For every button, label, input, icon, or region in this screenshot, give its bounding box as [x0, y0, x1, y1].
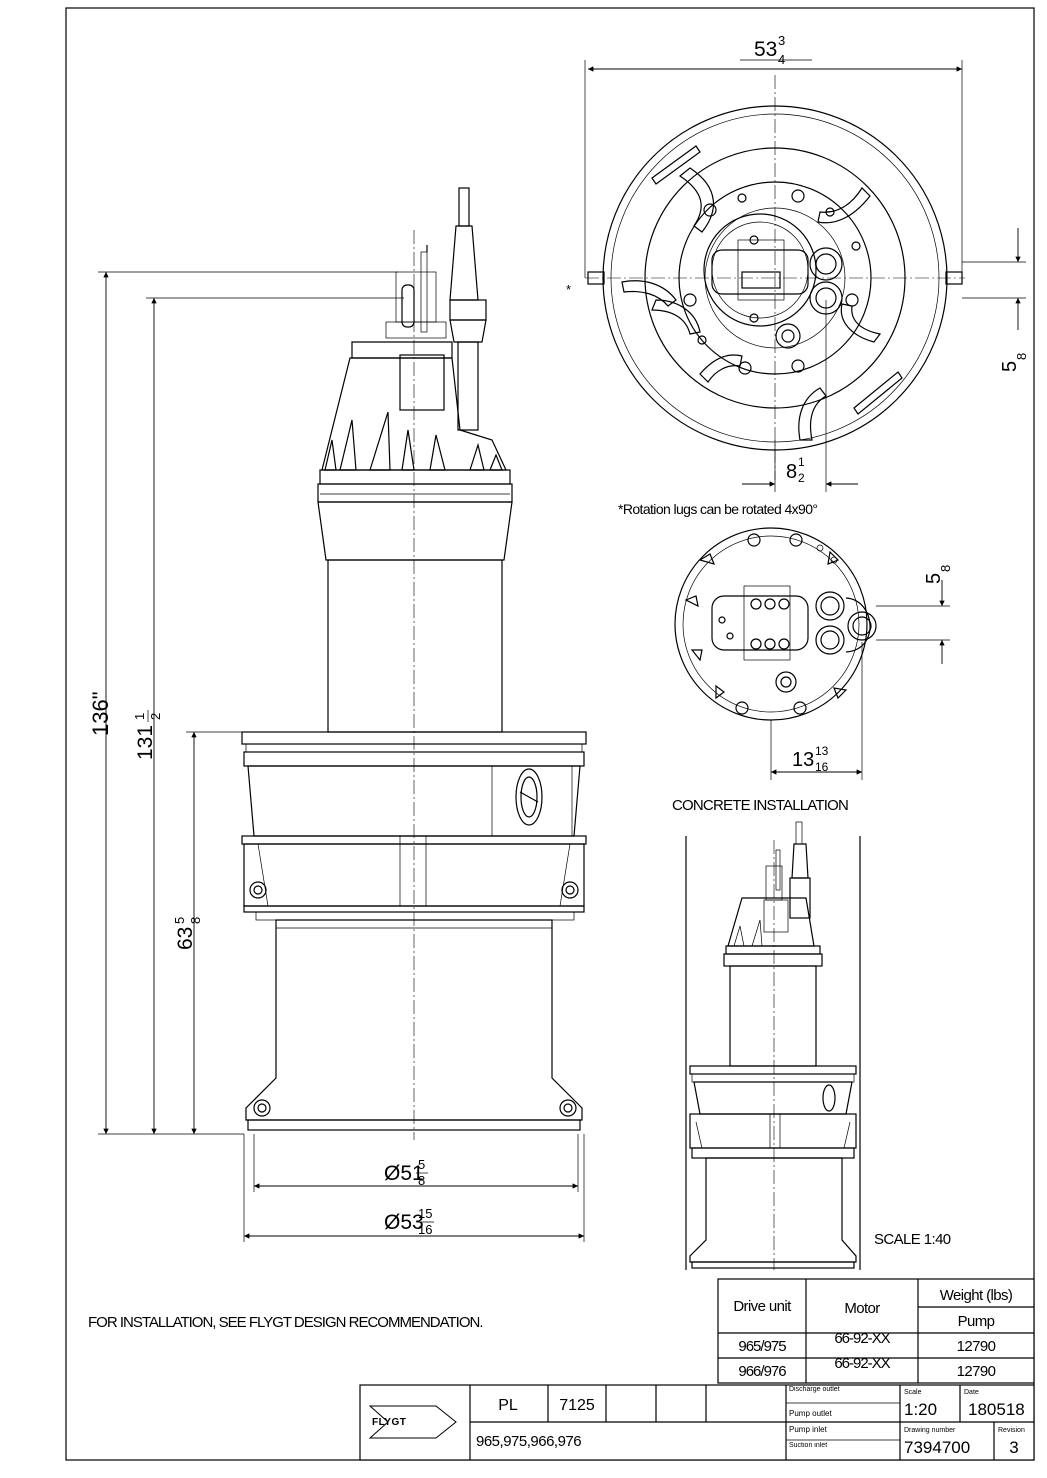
svg-text:16: 16 — [815, 760, 829, 774]
svg-text:5: 5 — [172, 917, 187, 924]
svg-text:13: 13 — [815, 744, 829, 758]
weight-row-1-motor: 66-92-XX — [834, 1330, 890, 1347]
weight-row-1-drive: 965/975 — [738, 1338, 786, 1355]
center-offset-label: 8 1 2 — [786, 455, 805, 485]
svg-text:3: 3 — [778, 33, 785, 48]
svg-text:5: 5 — [923, 573, 945, 584]
flygt-logo-text: FLYGT — [372, 1417, 406, 1428]
weight-row-2-motor: 66-92-XX — [834, 1355, 890, 1372]
svg-text:2: 2 — [798, 471, 805, 485]
flygt-logo: FLYGT — [368, 1405, 457, 1439]
svg-text:5: 5 — [418, 1157, 425, 1172]
diameter-2-label: Ø53 15 16 — [384, 1206, 434, 1237]
svg-text:8: 8 — [188, 917, 203, 924]
motor-flange-view — [674, 527, 877, 721]
discharge-outlet-label: Discharge outlet — [789, 1386, 840, 1393]
installation-note: FOR INSTALLATION, SEE FLYGT DESIGN RECOM… — [88, 1314, 483, 1331]
weight-row-1-pump: 12790 — [957, 1338, 996, 1355]
svg-text:13: 13 — [792, 749, 814, 771]
svg-text:1: 1 — [132, 713, 147, 720]
model-number: 7125 — [559, 1397, 595, 1414]
concrete-installation-view — [685, 821, 861, 1270]
height-3-dimension: 63 5 8 — [172, 917, 203, 950]
discharge-outlet-cell: Discharge outlet — [789, 1386, 840, 1393]
title-block — [359, 1384, 1035, 1461]
outlet-offset-label: 13 13 16 — [792, 744, 829, 774]
pump-outlet-label: Pump outlet — [789, 1409, 832, 1418]
weight-header-weight: Weight (lbs) — [940, 1287, 1013, 1304]
type-code: PL — [498, 1397, 518, 1414]
weight-header-pump: Pump — [958, 1313, 995, 1330]
weight-header-drive-cell: Drive unit — [733, 1298, 791, 1316]
scale-note: SCALE 1:40 — [874, 1231, 951, 1248]
model-variants: 965,975,966,976 — [476, 1433, 581, 1450]
svg-text:63: 63 — [174, 927, 197, 950]
svg-text:8: 8 — [786, 461, 797, 483]
pump-inlet-label: Pump inlet — [789, 1425, 828, 1434]
svg-text:8: 8 — [418, 1173, 425, 1188]
svg-text:8: 8 — [938, 565, 953, 572]
svg-text:4: 4 — [778, 52, 785, 67]
pump-top-view — [585, 75, 965, 480]
weight-row-2-pump: 12790 — [957, 1363, 996, 1380]
revision-label: Revision — [998, 1427, 1025, 1434]
weight-header-drive: Drive unit — [733, 1298, 791, 1316]
vertical-dimensions — [98, 271, 404, 1135]
scale-value: 1:20 — [904, 1400, 937, 1419]
rotation-note: *Rotation lugs can be rotated 4x90° — [618, 501, 817, 517]
lug-offset-label: 5 8 — [999, 353, 1029, 372]
weight-header-motor: Motor — [844, 1300, 880, 1317]
svg-text:5: 5 — [999, 361, 1021, 372]
svg-text:15: 15 — [418, 1206, 432, 1221]
small-offset-label: 5 8 — [923, 565, 953, 584]
weight-row-2-drive: 966/976 — [738, 1363, 786, 1380]
total-height-dimension: 136" — [88, 691, 113, 736]
suction-inlet-label: Suction inlet — [789, 1442, 828, 1449]
asterisk-marker: * — [566, 282, 571, 297]
flange-view-dimensions — [770, 580, 950, 780]
suction-inlet-cell: Suction inlet — [789, 1442, 828, 1449]
svg-text:16: 16 — [418, 1222, 432, 1237]
top-width-label: 53 3 4 — [740, 33, 812, 67]
svg-text:Ø51: Ø51 — [384, 1162, 424, 1185]
concrete-installation-label: CONCRETE INSTALLATION — [672, 797, 848, 814]
scale-label: Scale — [904, 1389, 922, 1396]
date-label: Date — [964, 1389, 979, 1396]
svg-text:1: 1 — [798, 455, 805, 469]
svg-text:8: 8 — [1014, 353, 1029, 360]
svg-text:53: 53 — [754, 38, 777, 61]
date-value: 180518 — [968, 1400, 1025, 1419]
svg-text:Ø53: Ø53 — [384, 1211, 424, 1234]
drawing-number: 7394700 — [904, 1438, 970, 1457]
weight-table — [717, 1278, 1035, 1384]
drawing-number-label: Drawing number — [904, 1427, 956, 1434]
height-2-dimension: 131 1 2 — [132, 710, 163, 760]
diameter-1-label: Ø51 5 8 — [384, 1157, 428, 1188]
pump-side-view — [241, 187, 587, 1140]
top-view-dimensions — [584, 60, 1026, 492]
svg-text:2: 2 — [148, 713, 163, 720]
revision-value: 3 — [1009, 1438, 1018, 1457]
svg-text:131: 131 — [134, 725, 157, 760]
diameter-dimensions — [243, 1134, 585, 1242]
